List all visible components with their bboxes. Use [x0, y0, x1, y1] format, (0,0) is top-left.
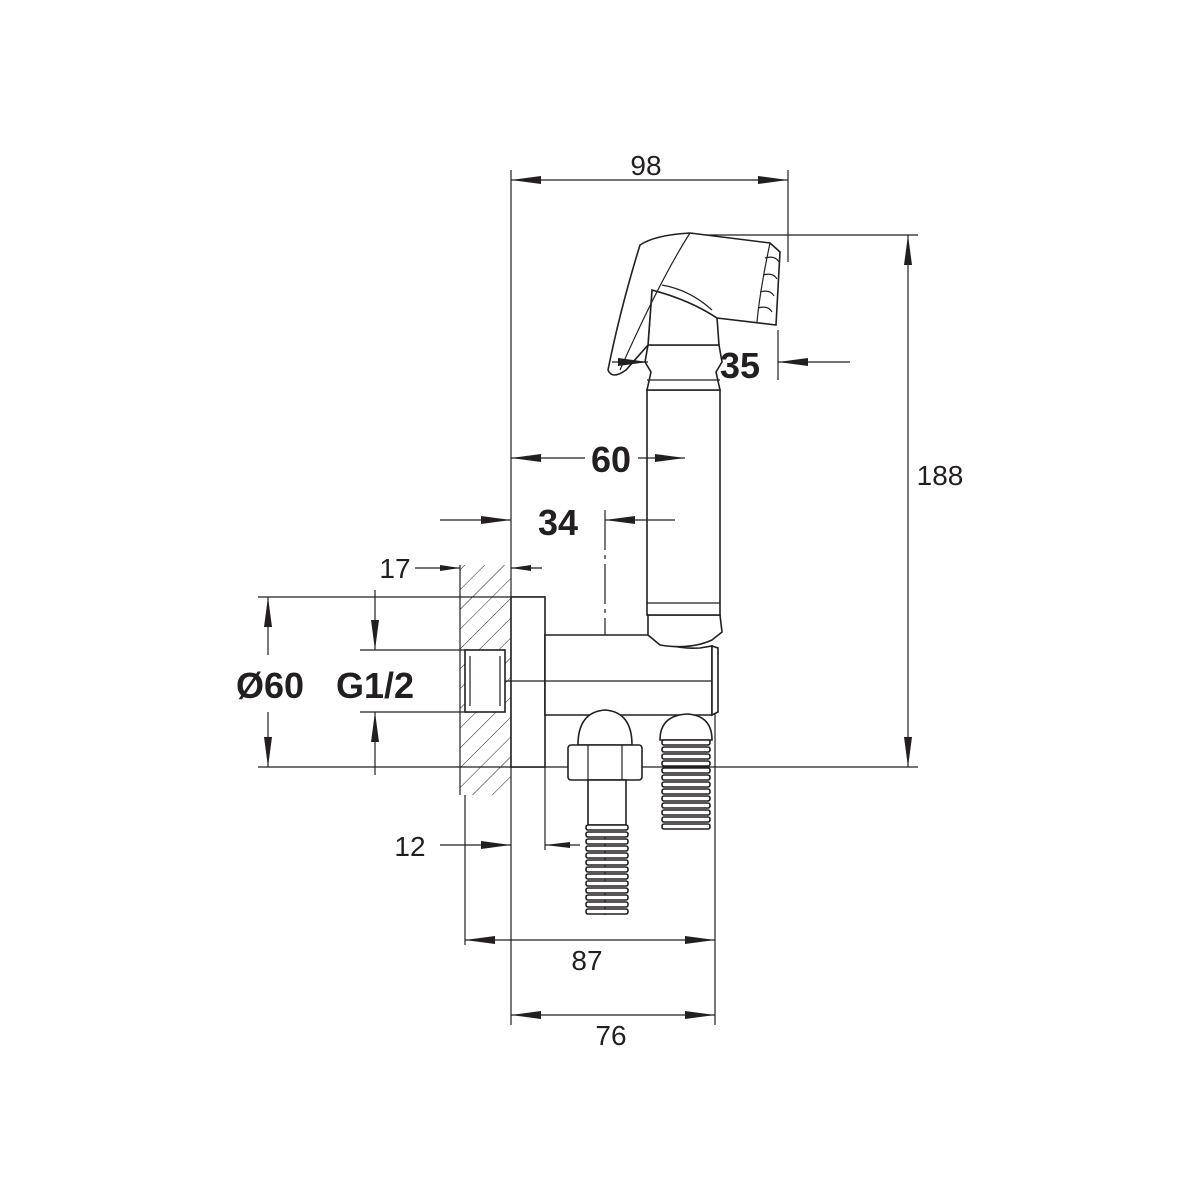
- hose-ring: [661, 816, 711, 823]
- inlet-nut: [567, 709, 643, 826]
- dim-diameter-60: Ø60: [236, 597, 304, 767]
- dim-label-34: 34: [538, 502, 578, 543]
- dim-76: 76: [511, 1011, 715, 1051]
- dim-98: 98: [511, 150, 788, 184]
- hose-ring: [661, 809, 711, 816]
- dim-34: 34: [440, 502, 675, 543]
- dim-label-87: 87: [571, 945, 602, 976]
- hose-ring: [585, 880, 629, 887]
- hose-ring: [585, 887, 629, 894]
- hose-ring: [661, 781, 711, 788]
- dim-188: 188: [904, 235, 963, 767]
- dim-12: 12: [394, 831, 580, 862]
- hose-ring: [661, 767, 711, 774]
- dim-17: 17: [379, 553, 542, 584]
- hose-ring: [585, 908, 629, 915]
- hose-ring: [585, 894, 629, 901]
- dim-label-12: 12: [394, 831, 425, 862]
- hose-ring: [585, 859, 629, 866]
- hose-ring: [661, 795, 711, 802]
- hose-ring: [661, 788, 711, 795]
- hose-ring: [661, 774, 711, 781]
- dim-label-17: 17: [379, 553, 410, 584]
- dim-label-98: 98: [630, 150, 661, 181]
- shower-hose: [659, 713, 713, 741]
- hose-ring: [585, 866, 629, 873]
- hose-ring: [585, 852, 629, 859]
- hose-ring: [661, 746, 711, 753]
- hose-ring: [585, 824, 629, 831]
- hose-ring: [661, 802, 711, 809]
- hose-ring: [585, 873, 629, 880]
- dim-label-35: 35: [720, 345, 760, 386]
- dim-thread: G1/2: [336, 590, 414, 775]
- dim-label-diameter-60: Ø60: [236, 665, 304, 706]
- dim-label-60: 60: [591, 439, 631, 480]
- hand-shower: [607, 232, 781, 648]
- hose-ring: [585, 838, 629, 845]
- hose-ring: [585, 831, 629, 838]
- dim-60: 60: [511, 439, 685, 480]
- wall-flange: [510, 596, 546, 768]
- valve-body: [544, 634, 719, 717]
- dim-label-thread: G1/2: [336, 665, 414, 706]
- hose-ring: [661, 760, 711, 767]
- dim-label-188: 188: [917, 460, 964, 491]
- inlet-hose: [585, 824, 629, 915]
- hose-ring: [661, 823, 711, 830]
- hose-ring: [661, 753, 711, 760]
- hose-ring: [585, 901, 629, 908]
- dim-35: 35: [612, 345, 850, 386]
- dim-label-76: 76: [595, 1020, 626, 1051]
- dim-87: 87: [465, 936, 715, 976]
- hose-ring: [661, 739, 711, 746]
- thread-connector: [464, 649, 552, 713]
- hose-ring: [585, 845, 629, 852]
